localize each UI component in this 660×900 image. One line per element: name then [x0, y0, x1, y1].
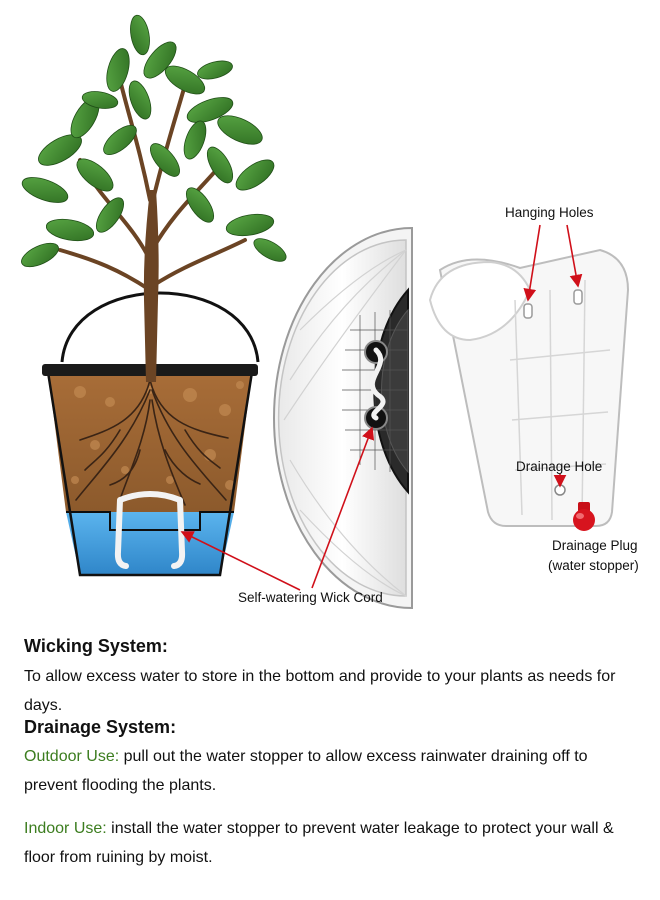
pot-handle [60, 291, 260, 363]
reservoir-divider [66, 511, 234, 531]
hanging-hole-right [573, 289, 583, 305]
half-pot-flutes [283, 249, 407, 597]
arrow-hanging-left [523, 224, 541, 302]
planter-back-ribs [509, 279, 611, 521]
arrow-wick-pot [180, 531, 301, 591]
label-water-stopper: (water stopper) [548, 558, 639, 573]
potted-tree-cutaway [21, 14, 287, 577]
roots [75, 379, 229, 506]
wick-cord-right [171, 497, 186, 569]
hanging-hole-left [523, 303, 533, 319]
wicking-text: To allow excess water to store in the bo… [24, 668, 616, 714]
planter-diagram [21, 14, 630, 610]
indoor-use-label: Indoor Use: [24, 820, 107, 837]
indoor-use-text: install the water stopper to prevent wat… [24, 820, 614, 866]
wall-planter-side-view [428, 248, 630, 531]
indoor-use-paragraph: Indoor Use: install the water stopper to… [24, 814, 644, 872]
label-wick-cord: Self-watering Wick Cord [238, 590, 383, 605]
arrow-hanging-right [566, 224, 583, 288]
half-pot-scalloped-rim [277, 239, 407, 597]
soil [48, 372, 252, 512]
outdoor-use-label: Outdoor Use: [24, 748, 120, 765]
label-drainage-plug: Drainage Plug [552, 538, 638, 553]
callout-arrows [180, 224, 583, 591]
wick-cord-top [118, 491, 182, 503]
tree-trunk [143, 190, 159, 382]
drainage-section: Drainage System: Outdoor Use: pull out t… [24, 716, 644, 872]
outdoor-use-text: pull out the water stopper to allow exce… [24, 748, 588, 794]
arrow-wick-top-view [311, 426, 375, 589]
drainage-hole [554, 484, 566, 496]
tree-leaves [21, 14, 287, 268]
wick-cord-top-view [369, 347, 386, 421]
label-hanging-holes: Hanging Holes [505, 205, 594, 220]
water-reservoir [66, 512, 234, 575]
drainage-plug [573, 502, 595, 531]
outdoor-use-paragraph: Outdoor Use: pull out the water stopper … [24, 742, 644, 800]
half-pot-top-view [273, 226, 413, 610]
drainage-heading: Drainage System: [24, 717, 177, 737]
label-drainage-hole: Drainage Hole [516, 459, 603, 474]
wicking-heading: Wicking System: [24, 636, 168, 656]
wicking-section: Wicking System: To allow excess water to… [24, 635, 644, 720]
wick-cord-left [114, 497, 129, 569]
